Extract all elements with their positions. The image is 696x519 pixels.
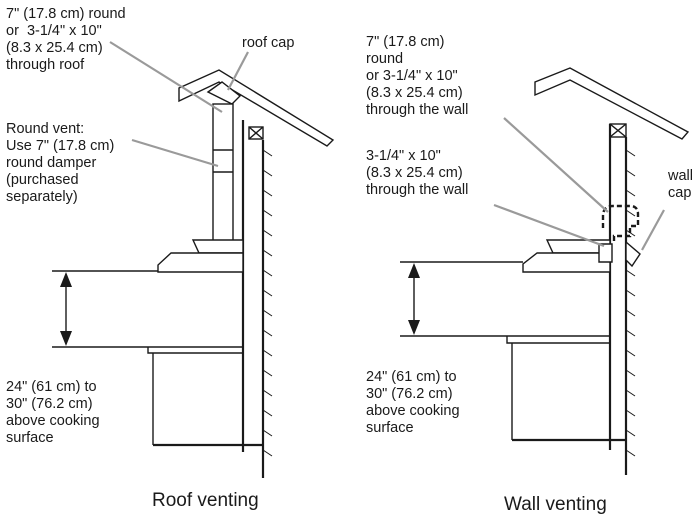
wall-cap-label: wall cap [668, 168, 693, 201]
wall-roof-slope [534, 67, 690, 140]
wall-height-label: 24" (61 cm) to 30" (76.2 cm) above cooki… [366, 369, 460, 436]
roof-cap-shape [206, 81, 242, 105]
roof-rafter [248, 126, 264, 140]
roof-cooktop [147, 347, 243, 354]
wall-round-label: 7" (17.8 cm) round or 3-1/4" x 10" (8.3 … [366, 34, 469, 118]
roof-opening-label: 7" (17.8 cm) round or 3-1/4" x 10" (8.3 … [6, 6, 126, 73]
roof-hood-body [157, 252, 244, 273]
roof-venting-drawing [52, 41, 335, 478]
roof-damper-label: Round vent: Use 7" (17.8 cm) round dampe… [6, 121, 115, 205]
roof-opening-leader [109, 41, 223, 113]
roof-damper-leader [131, 138, 219, 168]
wall-cap-leader [641, 209, 665, 251]
wall-cooktop [506, 336, 610, 344]
roof-cap-leader [227, 51, 249, 91]
wall-hood-body [522, 252, 611, 273]
wall-rect-leader [493, 203, 605, 248]
wall-venting-caption: Wall venting [504, 494, 607, 515]
wall-round-duct-dashed [601, 204, 640, 244]
roof-height-label: 24" (61 cm) to 30" (76.2 cm) above cooki… [6, 379, 100, 446]
wall-round-leader [503, 117, 609, 213]
roof-siding [262, 149, 273, 457]
roof-venting-caption: Roof venting [152, 490, 259, 511]
wall-rect-duct [598, 243, 613, 263]
wall-cap-shape [625, 240, 641, 268]
wall-rect-label: 3-1/4" x 10" (8.3 x 25.4 cm) through the… [366, 148, 469, 198]
roof-hood-top [191, 239, 244, 254]
roof-cap-label: roof cap [242, 35, 295, 51]
wall-venting-drawing [400, 67, 690, 475]
wall-siding [625, 149, 636, 457]
roof-slope [178, 69, 335, 147]
